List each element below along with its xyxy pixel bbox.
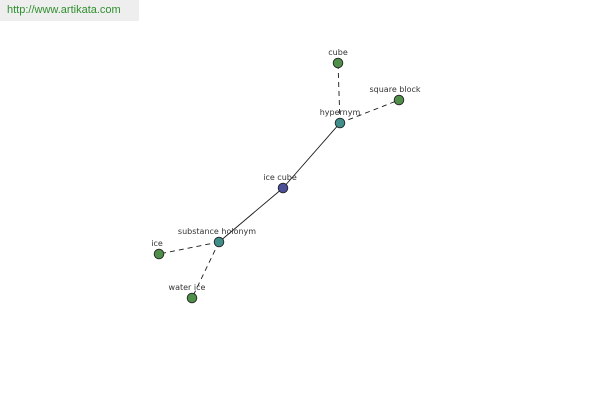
edge-ice-cube-to-substance-holonym xyxy=(218,187,284,243)
edge-layer xyxy=(158,62,400,299)
edge-hypernym-to-square-block xyxy=(339,99,400,124)
node-square-block[interactable]: square block xyxy=(369,85,421,106)
node-label-substance-holonym: substance holonym xyxy=(178,227,256,236)
node-cube[interactable]: cube xyxy=(328,48,348,69)
node-label-ice-cube: ice cube xyxy=(263,173,297,182)
source-link[interactable]: http://www.artikata.com xyxy=(7,4,121,16)
edge-substance-holonym-to-water-ice xyxy=(191,241,220,299)
source-banner: http://www.artikata.com xyxy=(0,0,139,21)
node-hypernym[interactable]: hypernym xyxy=(320,108,361,129)
node-circle-water-ice[interactable] xyxy=(186,292,198,304)
node-circle-hypernym[interactable] xyxy=(334,117,346,129)
node-water-ice[interactable]: water ice xyxy=(169,283,206,304)
node-label-square-block: square block xyxy=(369,85,420,94)
node-layer: ice cube hypernym substance holonym cube squ… xyxy=(151,48,421,304)
node-circle-cube[interactable] xyxy=(332,57,344,69)
node-label-ice: ice xyxy=(151,239,163,248)
node-label-hypernym: hypernym xyxy=(320,108,361,117)
node-label-water-ice: water ice xyxy=(169,283,206,292)
edge-ice-cube-to-hypernym xyxy=(282,122,341,189)
edge-hypernym-to-cube xyxy=(337,62,341,124)
node-ice[interactable]: ice xyxy=(151,239,165,260)
node-label-cube: cube xyxy=(328,48,348,57)
node-circle-ice[interactable] xyxy=(153,248,165,260)
node-circle-square-block[interactable] xyxy=(393,94,405,106)
node-ice-cube[interactable]: ice cube xyxy=(263,173,297,194)
node-substance-holonym[interactable]: substance holonym xyxy=(178,227,256,248)
edge-substance-holonym-to-ice xyxy=(158,241,220,255)
node-circle-substance-holonym[interactable] xyxy=(213,236,225,248)
node-circle-ice-cube[interactable] xyxy=(277,182,289,194)
